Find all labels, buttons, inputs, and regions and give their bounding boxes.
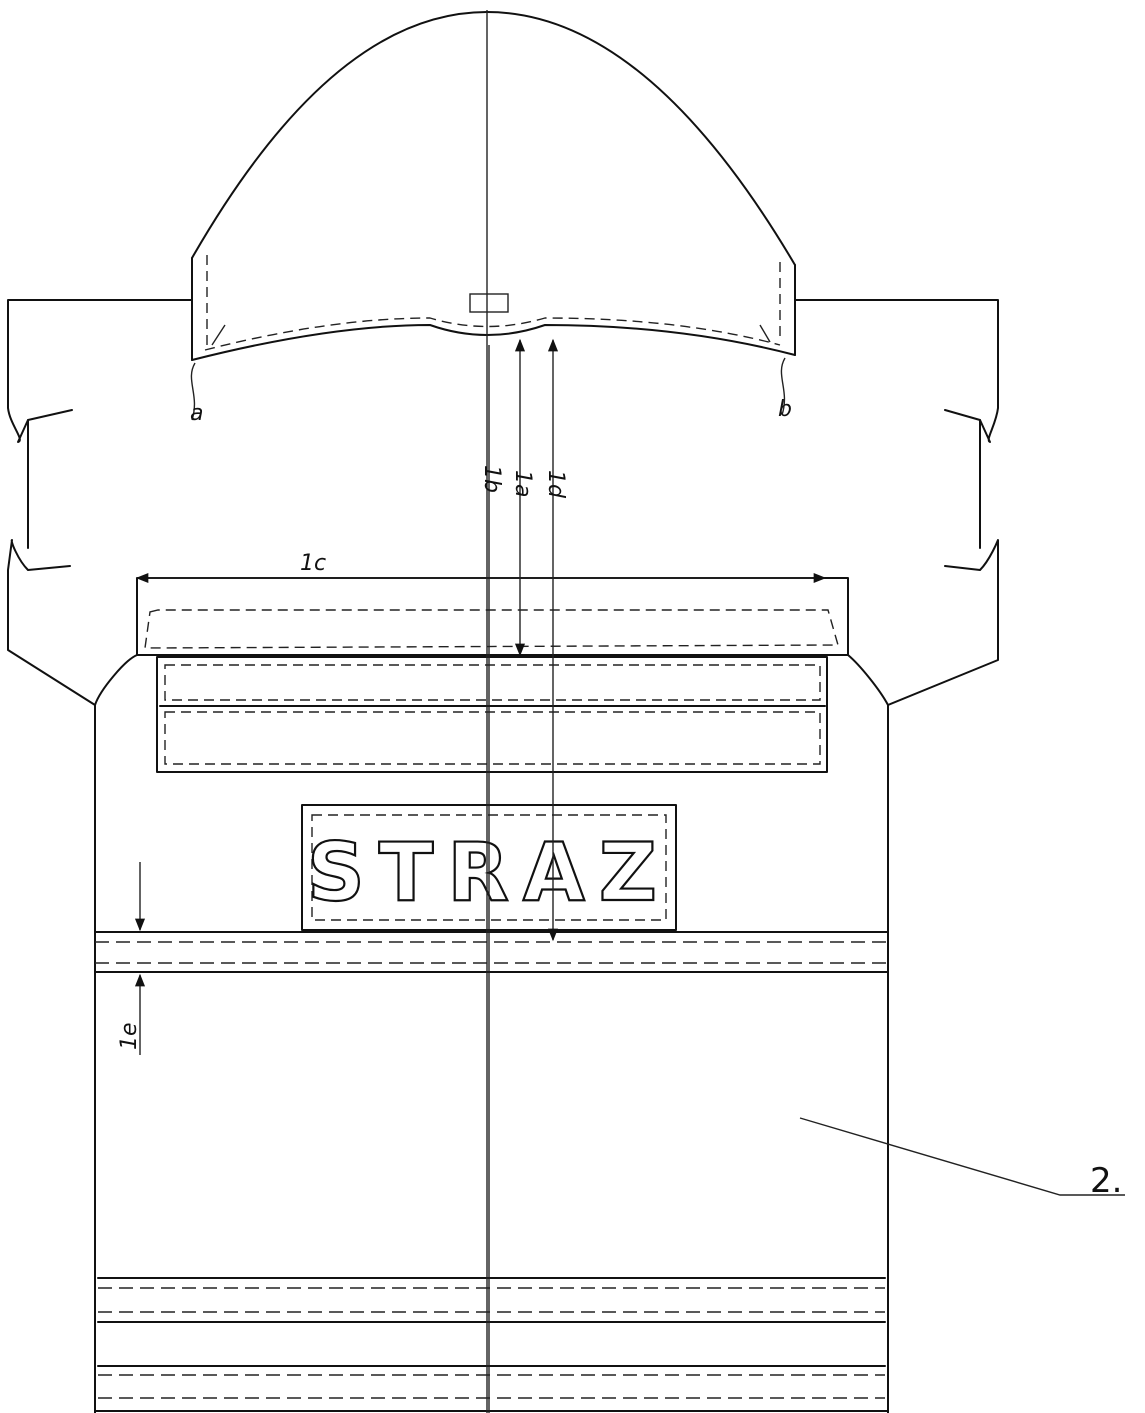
dim-label-1b: 1b (479, 465, 504, 493)
right-sleeve (794, 299, 999, 706)
shoulder-yoke (94, 577, 889, 706)
hood-strap-tab (469, 293, 509, 313)
straz-patch: STRAZ (301, 804, 677, 931)
dim-label-1d: 1d (543, 470, 568, 499)
part-2-leader: 2. (799, 1117, 1125, 1201)
dim-label-1a: 1a (510, 470, 535, 497)
left-sleeve (7, 299, 193, 706)
vest-body (94, 704, 889, 1413)
reflective-band-upper (94, 931, 889, 973)
dim-label-1c: 1c (300, 551, 326, 576)
hood (190, 11, 796, 421)
chest-pockets (156, 656, 828, 773)
reflective-band-lower (97, 1277, 886, 1399)
part-2-label: 2. (1090, 1161, 1122, 1201)
patch-label: STRAZ (307, 826, 671, 919)
hood-right-callout: b (778, 397, 792, 422)
hood-left-callout: a (190, 401, 203, 426)
dim-label-1e: 1e (117, 1022, 142, 1050)
